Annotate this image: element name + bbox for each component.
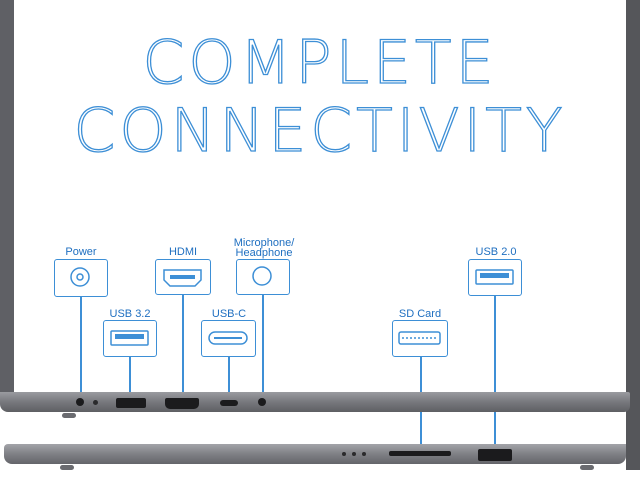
usb-a-2-port-icon — [468, 259, 522, 296]
hdmi-port-hole — [165, 398, 199, 409]
audio-connector-line — [262, 295, 264, 395]
hdmi-port-icon — [155, 259, 211, 295]
lid-left-edge — [0, 0, 14, 392]
status-led-2 — [352, 452, 356, 456]
sdcard-slot-hole — [389, 451, 451, 456]
usbc-port-hole — [220, 400, 238, 406]
usb32-port-hole — [116, 398, 146, 408]
audio-jack-hole — [258, 398, 266, 406]
power-port-icon — [54, 259, 108, 297]
status-led-1 — [342, 452, 346, 456]
status-led-3 — [362, 452, 366, 456]
laptop-foot-left — [62, 413, 76, 418]
lid-right-edge — [626, 0, 640, 470]
laptop-right-side — [4, 444, 626, 464]
usb20-label: USB 2.0 — [475, 246, 517, 258]
power-label: Power — [65, 246, 97, 258]
usb-c-port-icon — [201, 320, 256, 357]
audio-jack-icon — [236, 259, 290, 295]
usb32-connector-line — [129, 357, 131, 395]
usb32-label: USB 3.2 — [109, 308, 151, 320]
power-led — [93, 400, 98, 405]
sdcard-label: SD Card — [398, 308, 442, 320]
headline-complete: COMPLETE — [142, 27, 498, 98]
usbc-connector-line — [228, 357, 230, 395]
usb20-port-hole — [478, 449, 512, 461]
power-connector-line — [80, 297, 82, 395]
hdmi-connector-line — [182, 295, 184, 395]
sd-card-slot-icon — [392, 320, 448, 357]
laptop-left-side — [0, 392, 630, 412]
usb20-connector-line — [494, 296, 496, 444]
hdmi-label: HDMI — [168, 246, 198, 258]
usbc-label: USB-C — [211, 308, 247, 320]
laptop-foot-right-2 — [580, 465, 594, 470]
usb-a-port-icon — [103, 320, 157, 357]
mic-label-line1: Microphone/ — [233, 237, 295, 249]
laptop-foot-right-1 — [60, 465, 74, 470]
power-port-hole — [76, 398, 84, 406]
mic-label-line2: Headphone — [235, 247, 293, 259]
headline-connectivity: CONNECTIVITY — [73, 95, 567, 166]
